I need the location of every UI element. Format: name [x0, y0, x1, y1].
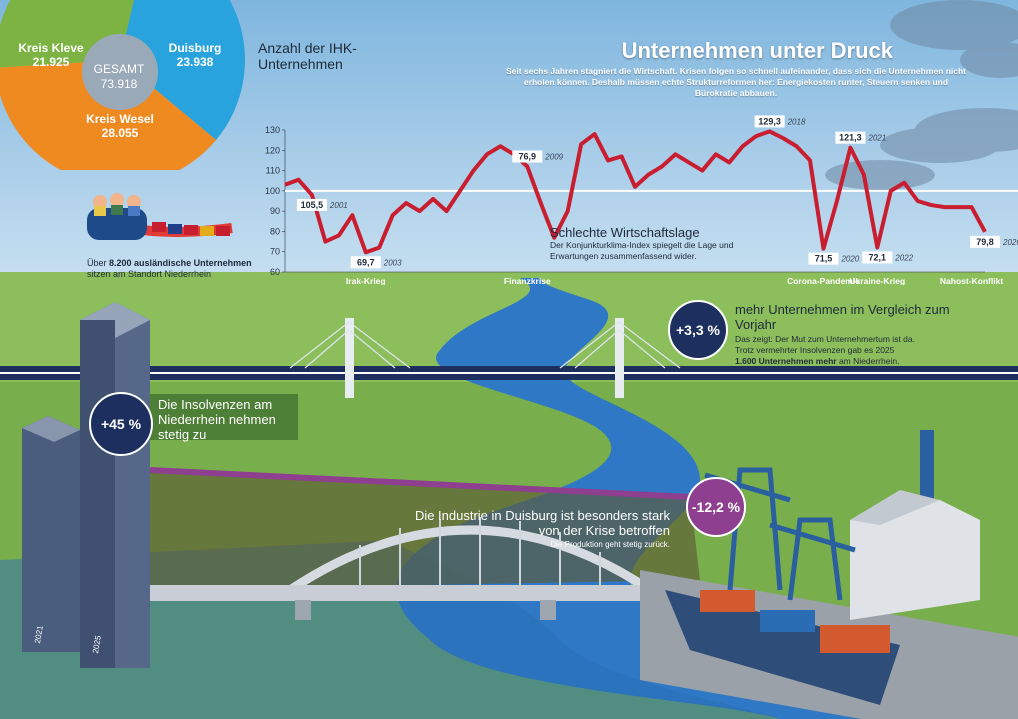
page-title: Unternehmen unter Druck	[621, 38, 893, 63]
data-label-box	[512, 150, 543, 163]
data-label-box	[350, 256, 381, 269]
crisis-label: Finanzkrise	[504, 276, 551, 285]
growth-note: mehr Unternehmen im Vergleich zum Vorjah…	[735, 302, 950, 366]
data-label-box	[835, 131, 866, 144]
page-subtitle: Seit sechs Jahren stagniert die Wirtscha…	[506, 66, 966, 98]
data-label-year: 2003	[383, 258, 402, 267]
y-tick-label: 70	[270, 247, 280, 257]
cable-bridge	[289, 318, 681, 398]
industry-note: Die Industrie in Duisburg ist besonders …	[414, 508, 670, 549]
y-tick-label: 110	[266, 166, 280, 176]
data-label: 129,3	[758, 116, 781, 126]
data-label-box	[808, 252, 839, 265]
data-label: 105,5	[301, 200, 324, 210]
data-label-year: 2022	[894, 253, 913, 262]
data-label-year: 2001	[329, 201, 348, 210]
damaged-arch-bridge	[150, 517, 653, 620]
pie-slice	[0, 60, 217, 170]
foreign-companies-note: Über 8.200 ausländische Unternehmen sitz…	[87, 258, 252, 279]
crisis-label: Corona-Pandemie	[787, 276, 860, 285]
data-label: 121,3	[839, 133, 862, 143]
storm-clouds	[825, 0, 1018, 190]
y-tick-label: 100	[265, 186, 280, 196]
growth-badge: +3,3 %	[668, 300, 728, 360]
crisis-label: Ukraine-Krieg	[849, 276, 905, 285]
data-label: 79,8	[976, 237, 994, 247]
series-line	[284, 129, 987, 255]
insolvency-note: Die Insolvenzen am Niederrhein nehmen st…	[150, 394, 298, 442]
companies-pie-chart	[0, 0, 245, 170]
data-label-box	[862, 251, 893, 264]
pie-center-disc	[82, 34, 158, 110]
y-tick-label: 120	[265, 145, 280, 155]
data-label-year: 2020	[840, 255, 859, 264]
hot-air-balloon-icon	[87, 193, 233, 240]
insolvency-badge: +45 %	[89, 392, 153, 456]
data-label-year: 2009	[544, 153, 563, 162]
y-tick-label: 60	[270, 267, 280, 277]
industry-badge: -12,2 %	[686, 477, 746, 537]
data-label: 71,5	[815, 254, 833, 264]
chart-annotation: Schlechte Wirtschaftslage Der Konjunktur…	[550, 225, 734, 261]
y-tick-label: 130	[265, 125, 280, 135]
business-climate-line-chart: 60 70 80 90 100 110 120 130 105,5 2001 69,7 2003 76,…	[265, 115, 1018, 285]
crisis-label: Nahost-Konflikt	[940, 276, 1003, 285]
pie-slice	[120, 0, 245, 140]
data-label: 69,7	[357, 257, 375, 267]
y-tick-label: 90	[270, 206, 280, 216]
data-label: 76,9	[519, 152, 537, 162]
y-tick-label: 80	[270, 226, 280, 236]
crisis-label: Irak-Krieg	[346, 276, 386, 285]
data-label: 72,1	[869, 252, 887, 262]
data-label-year: 2021	[867, 134, 886, 143]
data-label-year: 2026	[1002, 238, 1018, 247]
data-label-box	[754, 115, 785, 128]
data-label-box	[970, 235, 1000, 248]
companies-count-label: Anzahl der IHK-Unternehmen	[258, 40, 357, 72]
data-label-box	[296, 198, 327, 211]
data-label-year: 2018	[787, 117, 806, 126]
